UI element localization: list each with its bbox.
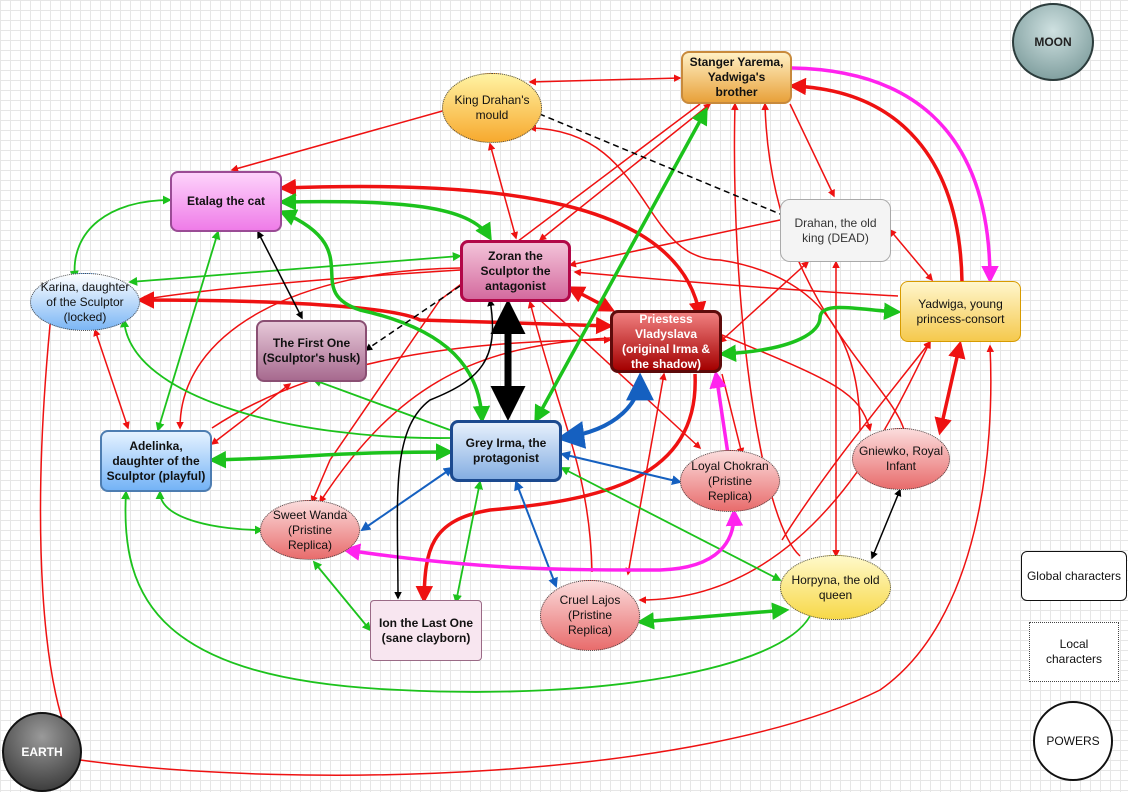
edge-zoran-firstone [364,285,461,351]
node-adelinka[interactable]: Adelinka, daughter of the Sculptor (play… [100,430,212,492]
edge-yarema-yadwiga [791,66,999,284]
edge-irma-wanda [360,466,454,532]
edge-lajos-horpyna [636,602,790,630]
edge-zoran-ion [394,298,495,600]
edge-karina-adelinka [93,328,130,430]
node-vladyslava[interactable]: Priestess Vladyslava (original Irma & th… [610,310,722,373]
edge-zoran-karina [138,269,461,303]
edge-earth-yadwiga [79,344,995,776]
edge-mould-yarema [528,74,682,86]
node-wanda[interactable]: Sweet Wanda (Pristine Replica) [260,500,360,560]
edge-zoran-karina-g [128,252,462,286]
edge-zoran-yadwiga [573,268,899,297]
node-drahan-old[interactable]: Drahan, the old king (DEAD) [780,199,891,262]
edge-yadwiga-gniewko [934,340,966,436]
edge-karina-earth [39,303,81,761]
edge-chokran-vlad [709,370,730,455]
legend-global-characters: Global characters [1021,551,1127,601]
edge-etalag-karina [69,195,172,280]
edge-yarema-zoran [538,103,712,241]
node-yadwiga[interactable]: Yadwiga, young princess-consort [900,281,1021,342]
edge-gniewko-horpyna [870,488,902,560]
edge-yarema-gniewko [761,102,905,431]
edge-zoran-drahan [568,219,781,268]
node-yarema[interactable]: Stanger Yarema, Yadwiga's brother [681,51,792,104]
edge-drahan-vlad [718,260,810,344]
edge-etalag-irma [278,209,491,424]
edge-yadwiga-chokran [781,340,931,541]
node-horpyna[interactable]: Horpyna, the old queen [780,555,891,620]
edge-yadwiga-yarema [788,77,964,283]
edge-irma-ion [452,480,484,604]
edge-wanda-ion [312,560,372,632]
node-gniewko[interactable]: Gniewko, Royal Infant [852,428,950,490]
node-zoran[interactable]: Zoran the Sculptor the antagonist [460,240,571,302]
node-karina[interactable]: Karina, daughter of the Sculptor (locked… [30,273,140,331]
node-firstone[interactable]: The First One (Sculptor's husk) [256,320,367,382]
node-chokran[interactable]: Loyal Chokran (Pristine Replica) [680,450,780,512]
legend-local-characters: Local characters [1029,622,1119,682]
edge-irma-yarema [534,106,708,424]
edge-adelinka-wanda [155,490,264,535]
edge-drahan-yadwiga [889,228,933,282]
moon-node[interactable]: MOON [1012,3,1094,81]
edge-mould-zoran [487,142,519,240]
edge-mould-drahan [528,108,781,215]
edge-irma-vlad [556,372,654,449]
edge-vlad-yadwiga [718,302,902,363]
edge-mould-etalag [230,109,447,172]
node-irma[interactable]: Grey Irma, the protagonist [450,420,562,482]
node-ion[interactable]: Ion the Last One (sane clayborn) [370,600,482,661]
edge-wanda-chokran [342,508,744,572]
edge-etalag-firstone [257,230,303,320]
edge-vlad-ion [415,373,697,604]
edge-lajos-yadwiga [638,340,931,604]
edge-irma-chokran [560,450,682,486]
node-drahan-mould[interactable]: King Drahan's mould [442,73,542,143]
edge-yarema-drahan [789,103,835,198]
node-lajos[interactable]: Cruel Lajos (Pristine Replica) [540,580,640,651]
earth-node[interactable]: EARTH [2,712,82,792]
legend-powers: POWERS [1033,701,1113,781]
edge-adelinka-horpyna [121,490,811,693]
edge-irma-karina [120,318,451,439]
node-etalag[interactable]: Etalag the cat [170,171,282,232]
